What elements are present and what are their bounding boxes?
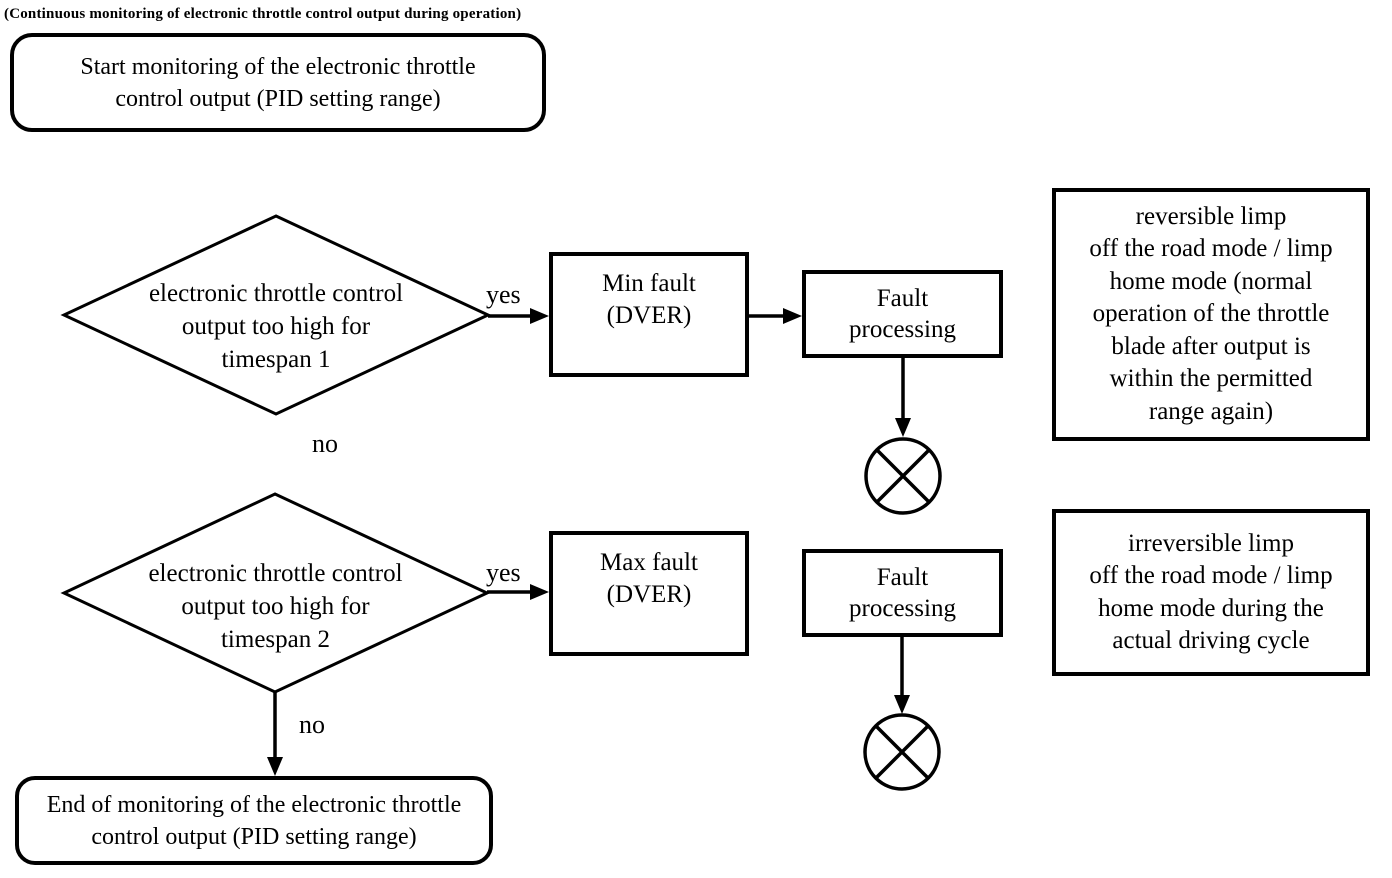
max-fault-box: Max fault (DVER): [549, 531, 749, 656]
arrowhead-processing2-icon: [894, 695, 910, 714]
fault-processing-box-2: Fault processing: [802, 549, 1003, 637]
branch-label-yes-1: yes: [486, 280, 521, 309]
terminator-1-cross-b: [875, 448, 931, 504]
arrowhead-processing1-icon: [895, 418, 911, 437]
note-reversible-limp-box: reversible limp off the road mode / limp…: [1052, 188, 1370, 441]
terminator-circle-1-icon: [864, 437, 942, 515]
arrowhead-minfault-icon: [783, 308, 802, 324]
fault-processing-box-1: Fault processing: [802, 270, 1003, 358]
decision-1-label: electronic throttle control output too h…: [148, 279, 404, 373]
note-irreversible-limp-box: irreversible limp off the road mode / li…: [1052, 509, 1370, 676]
decision-diamond-1: [60, 214, 492, 416]
terminator-circle-2-icon: [863, 713, 941, 791]
branch-label-no-1: no: [312, 429, 338, 458]
start-node: Start monitoring of the electronic throt…: [10, 33, 546, 132]
arrowhead-yes-1-icon: [530, 308, 549, 324]
diagram-caption: (Continuous monitoring of electronic thr…: [4, 6, 522, 22]
terminator-2-cross-b: [874, 724, 930, 780]
branch-label-yes-2: yes: [486, 558, 521, 587]
decision-2-label: electronic throttle control output too h…: [148, 559, 403, 653]
min-fault-box: Min fault (DVER): [549, 252, 749, 377]
branch-label-no-2: no: [299, 710, 325, 739]
arrowhead-yes-2-icon: [530, 584, 549, 600]
end-node: End of monitoring of the electronic thro…: [15, 776, 493, 865]
arrowhead-no-2-icon: [267, 757, 283, 776]
